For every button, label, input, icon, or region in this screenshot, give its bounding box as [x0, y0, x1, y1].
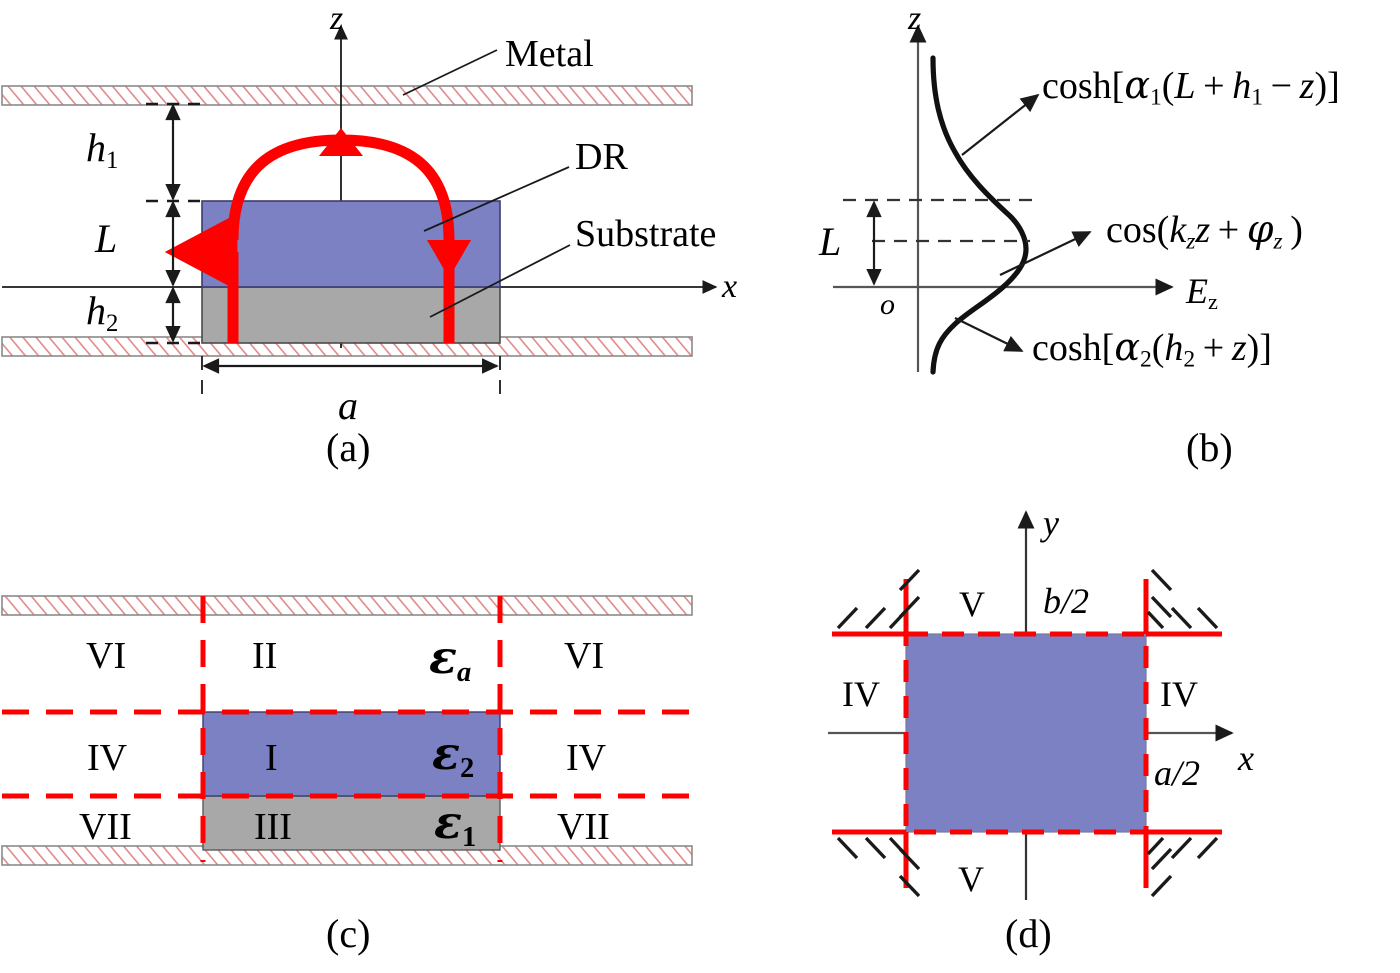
region-label-VI-right: VI: [564, 635, 605, 677]
metal-plate-top-c: [1, 595, 693, 616]
annotation-cos-kz-b: cos(kzz + φz ): [1106, 207, 1303, 255]
region-label-V-bottom: V: [958, 859, 984, 899]
panel-caption-a: (a): [326, 425, 371, 470]
region-label-II: II: [252, 635, 278, 677]
axis-label-z-a: z: [330, 0, 344, 37]
region-label-I: I: [265, 737, 278, 779]
leader-metal: [402, 49, 498, 96]
axis-label-y-d: y: [1043, 503, 1059, 543]
region-label-VII-right: VII: [557, 806, 610, 848]
annotation-leaders-b: [954, 93, 1092, 352]
origin-label-b: o: [880, 288, 895, 321]
panel-a: [1, 24, 718, 396]
dim-ticks-a: [146, 102, 205, 345]
dimension-a-width: [201, 356, 501, 396]
leader-cos-b: [999, 231, 1092, 276]
dim-label-h2: h2: [86, 288, 119, 337]
axis-label-x-d: x: [1238, 738, 1254, 778]
region-label-IV-right-d: IV: [1160, 674, 1198, 714]
panel-caption-c: (c): [326, 911, 371, 956]
callout-label-metal: Metal: [505, 33, 594, 75]
dim-label-L: L: [95, 216, 118, 261]
reference-lines-b: [843, 198, 1032, 243]
region-label-VI-left: VI: [86, 635, 127, 677]
field-profile-curve-b: [930, 55, 1029, 375]
callout-leaders-a: [402, 49, 571, 318]
boundary-rect-d: [903, 631, 1149, 835]
axis-label-x-a: x: [722, 268, 738, 305]
dr-block-c: [202, 711, 501, 797]
region-label-IV-left: IV: [87, 737, 128, 779]
leader-cosh2-b: [954, 317, 1024, 352]
region-label-III: III: [254, 806, 292, 848]
boundary-lines-vertical-c: [200, 596, 503, 862]
dim-label-a-half: a/2: [1154, 753, 1201, 793]
dim-label-L-b: L: [819, 219, 842, 264]
substrate-block-c: [202, 795, 501, 851]
metal-plate-top-a: [1, 85, 693, 106]
callout-label-substrate: Substrate: [575, 213, 717, 255]
annotation-cosh-alpha1-b: cosh[α1(L + h1 − z)]: [1042, 63, 1340, 111]
annotation-cosh-alpha2-b: cosh[α2(h2 + z)]: [1032, 325, 1272, 373]
field-loop-a: [164, 128, 471, 343]
region-label-IV-left-d: IV: [842, 674, 880, 714]
permittivity-label-eps-2: ε2: [432, 726, 475, 784]
panel-caption-d: (d): [1005, 911, 1052, 956]
axis-label-z-b: z: [908, 0, 922, 37]
panel-b: [833, 24, 1174, 375]
callout-label-dr: DR: [575, 136, 628, 178]
leader-substrate: [429, 244, 571, 318]
corner-extensions-d: [832, 579, 1222, 888]
permittivity-label-eps-1: ε1: [434, 795, 477, 853]
substrate-block-a: [201, 286, 501, 344]
dim-label-h1: h1: [86, 125, 119, 174]
region-label-V-top: V: [959, 584, 985, 624]
boundary-lines-horizontal-c: [2, 709, 694, 799]
dim-label-a: a: [338, 383, 358, 428]
panel-d: [828, 510, 1234, 900]
region-label-VII-left: VII: [79, 806, 132, 848]
permittivity-label-eps-a: εa: [429, 630, 472, 688]
panel-c: [1, 595, 694, 866]
axis-label-ez-b: Ez: [1186, 271, 1218, 315]
corner-hatch-ticks-d: [836, 568, 1219, 898]
region-label-IV-right: IV: [566, 737, 607, 779]
panel-caption-b: (b): [1186, 425, 1233, 470]
dim-label-b-half: b/2: [1043, 581, 1090, 621]
leader-dr: [423, 166, 570, 232]
dr-cross-section-d: [905, 633, 1147, 833]
leader-cosh1-b: [961, 93, 1040, 156]
